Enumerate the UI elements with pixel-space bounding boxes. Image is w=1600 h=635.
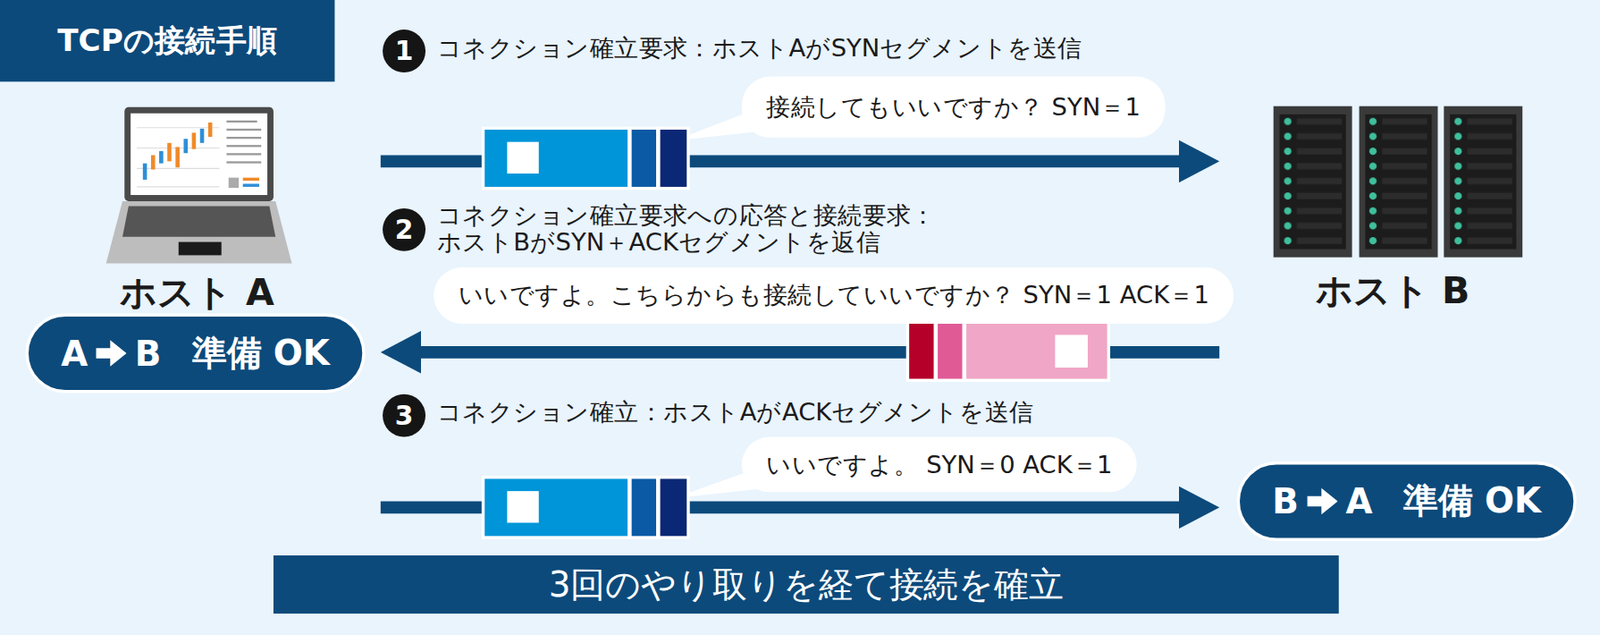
title-band: TCPの接続手順 — [0, 0, 335, 82]
segment-header — [660, 478, 688, 536]
grid-line — [136, 126, 219, 128]
candle — [151, 155, 156, 170]
candle — [183, 138, 188, 153]
screen-text-lines — [226, 120, 262, 188]
segment-mark — [506, 490, 539, 523]
bubble-text: いいですよ。こちらからも接続していいですか？ SYN＝1 ACK＝1 — [458, 280, 1210, 310]
speech-bubble: 接続してもいいですか？ SYN＝1 — [741, 76, 1165, 138]
caption-band: 3回のやり取りを経て接続を確立 — [273, 555, 1339, 614]
laptop-illustration — [106, 107, 293, 264]
chart-grid — [136, 127, 219, 187]
laptop-keyboard — [122, 206, 276, 237]
title: TCPの接続手順 — [57, 19, 278, 62]
host-label: ホスト A — [119, 268, 275, 319]
segment-header — [909, 323, 934, 379]
bubble-text: 接続してもいいですか？ SYN＝1 — [766, 92, 1141, 122]
text-line — [226, 128, 262, 131]
step-description: コネクション確立要求：ホストAがSYNセグメントを送信 — [437, 34, 1083, 62]
segment-mark — [506, 142, 539, 174]
segment-data — [484, 129, 628, 187]
step-circle — [382, 29, 426, 73]
candle — [159, 151, 164, 164]
status-text: 準備 OK — [1403, 477, 1542, 525]
bubble-text: いいですよ。 SYN＝0 ACK＝1 — [766, 449, 1112, 479]
candle — [200, 128, 205, 144]
laptop-base — [106, 201, 293, 264]
server-rack — [1443, 106, 1523, 258]
status-text: 準備 OK — [192, 329, 330, 378]
laptop-screen-frame — [124, 107, 274, 202]
thumb-bar — [243, 177, 260, 181]
server-leds — [1280, 114, 1347, 250]
segment-border — [481, 475, 691, 539]
server-rack — [1359, 106, 1439, 258]
grid-line — [136, 168, 219, 169]
host-letter: A — [1345, 480, 1373, 523]
segment-data — [966, 323, 1108, 379]
segment-data — [484, 478, 628, 536]
direction-arrow-shape — [95, 339, 127, 367]
step-description: コネクション確立要求への応答と接続要求： ホストBがSYN＋ACKセグメントを返… — [437, 202, 969, 256]
host-label: ホスト B — [1315, 266, 1470, 317]
server-leds — [1449, 114, 1516, 250]
segment-mark — [1054, 334, 1088, 368]
host-letter: B — [134, 332, 162, 374]
callout-number: 2 — [383, 209, 425, 251]
segment-border — [906, 320, 1111, 381]
step-description: コネクション確立：ホストAがACKセグメントを送信 — [437, 398, 1035, 426]
syn-ack-segment — [906, 320, 1111, 381]
host-letter: A — [60, 332, 88, 374]
text-line — [226, 120, 257, 123]
host-letter: B — [1271, 480, 1299, 523]
direction-arrow-icon — [95, 338, 127, 368]
grid-line — [136, 185, 219, 187]
laptop-touchpad — [178, 242, 222, 256]
caption: 3回のやり取りを経て接続を確立 — [548, 560, 1064, 608]
segment-header — [660, 129, 688, 187]
step-circle — [382, 208, 426, 252]
step-circle — [382, 394, 426, 438]
callout-number: 1 — [383, 30, 425, 72]
status-pill: A B 準備 OK — [25, 312, 366, 393]
speech-bubble: いいですよ。 SYN＝0 ACK＝1 — [741, 437, 1137, 493]
callout-number: 3 — [383, 395, 425, 437]
direction-arrow-icon — [1306, 487, 1338, 516]
status-pill: B A 準備 OK — [1237, 461, 1577, 541]
thumb — [228, 177, 239, 188]
candle — [192, 132, 197, 149]
candle — [167, 143, 172, 162]
host-group: A B 準備 OK ホスト A — [20, 100, 381, 539]
server-rack — [1273, 106, 1353, 258]
text-line — [226, 136, 262, 139]
server-face — [1364, 114, 1432, 250]
candle — [143, 163, 148, 180]
ack-segment — [481, 475, 691, 539]
syn-segment — [481, 126, 691, 191]
server-leds — [1364, 114, 1432, 250]
segment-border — [481, 126, 691, 191]
text-line — [226, 152, 262, 155]
server-face — [1280, 114, 1347, 250]
segment-header — [937, 323, 962, 379]
candlesticks — [143, 122, 213, 180]
laptop-screen — [130, 113, 268, 195]
candle — [175, 146, 180, 168]
segment-header — [631, 478, 657, 536]
speech-bubble: いいですよ。こちらからも接続していいですか？ SYN＝1 ACK＝1 — [433, 267, 1234, 324]
server-face — [1449, 114, 1516, 250]
host-group: B A 準備 OK ホスト B — [1219, 100, 1582, 545]
text-line — [226, 160, 262, 163]
direction-arrow-shape — [1306, 488, 1338, 515]
server-illustration — [1273, 106, 1524, 258]
thumb-bar — [243, 183, 260, 186]
candle — [208, 122, 213, 137]
text-line — [226, 144, 262, 147]
segment-header — [631, 129, 657, 187]
